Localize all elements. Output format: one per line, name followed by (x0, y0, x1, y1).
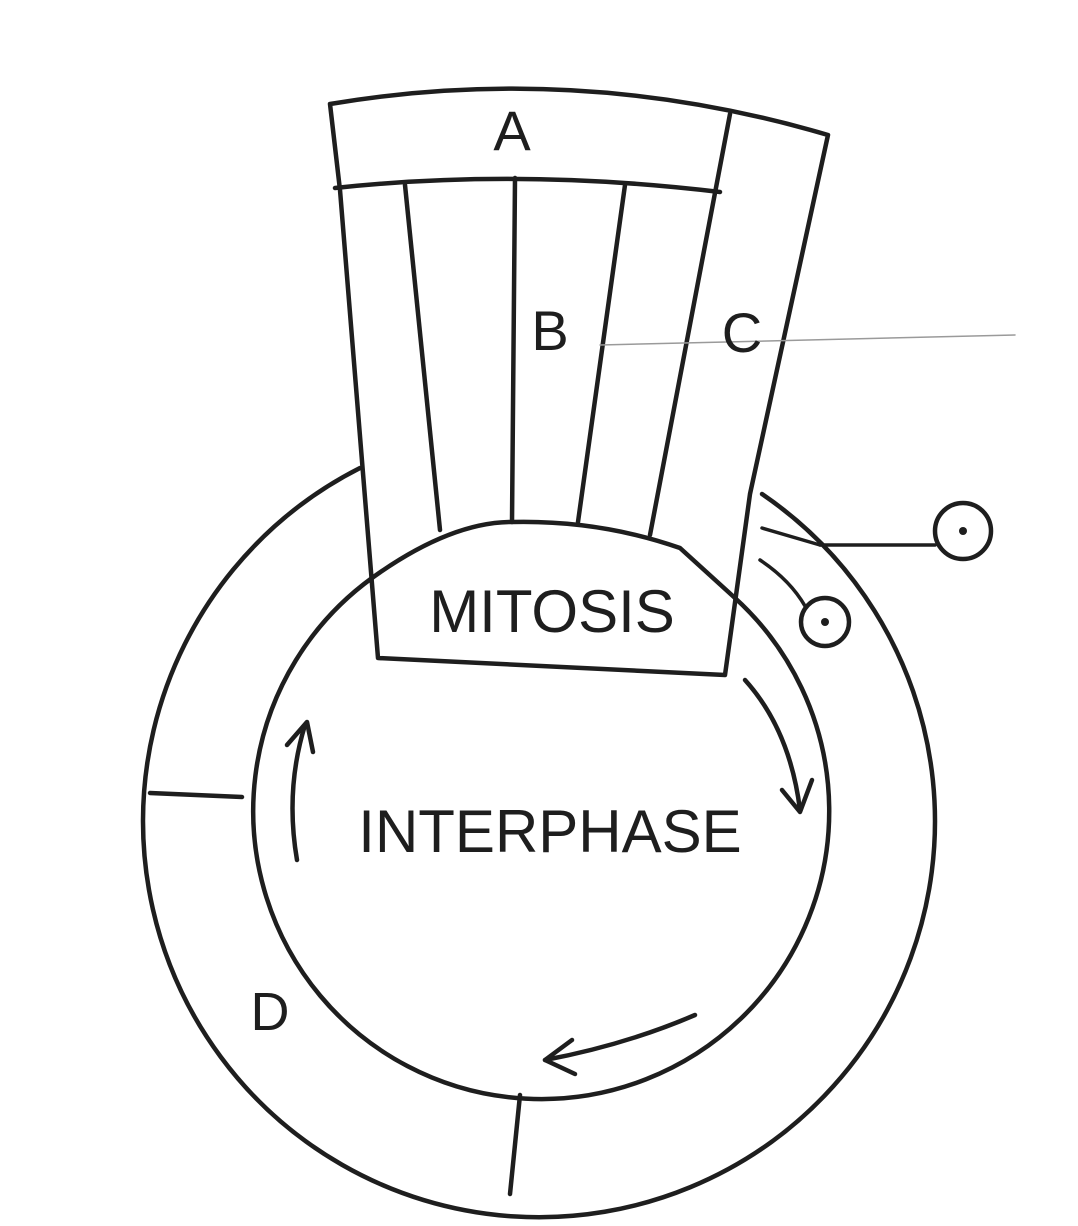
curved-arrow-icon (284, 719, 316, 863)
ring-divider-bottom (507, 1092, 523, 1197)
phase-label-a: A (493, 99, 531, 162)
curved-arrow-icon (742, 677, 815, 815)
circled-dot-icon (758, 558, 852, 649)
inner-circle (251, 575, 832, 1102)
scan-artifact-line (599, 334, 1016, 346)
curved-arrow-icon (542, 1012, 698, 1077)
phase-c-divider (647, 111, 733, 538)
phase-b-line-3 (575, 182, 628, 525)
mitosis-top-arc (369, 519, 738, 601)
phase-label-c: C (722, 301, 762, 364)
ring-divider-left (147, 790, 245, 800)
phase-a-band-border (332, 176, 723, 195)
interphase-label: INTERPHASE (358, 798, 741, 865)
mitosis-block-outline (327, 86, 831, 678)
mitosis-label: MITOSIS (429, 578, 675, 645)
phase-b-line-2 (509, 175, 518, 525)
circled-dot-icon (760, 500, 994, 562)
phase-label-b: B (531, 299, 568, 362)
outer-ring (140, 465, 938, 1220)
phase-label-d: D (251, 982, 290, 1042)
phase-b-line-1 (402, 182, 443, 533)
